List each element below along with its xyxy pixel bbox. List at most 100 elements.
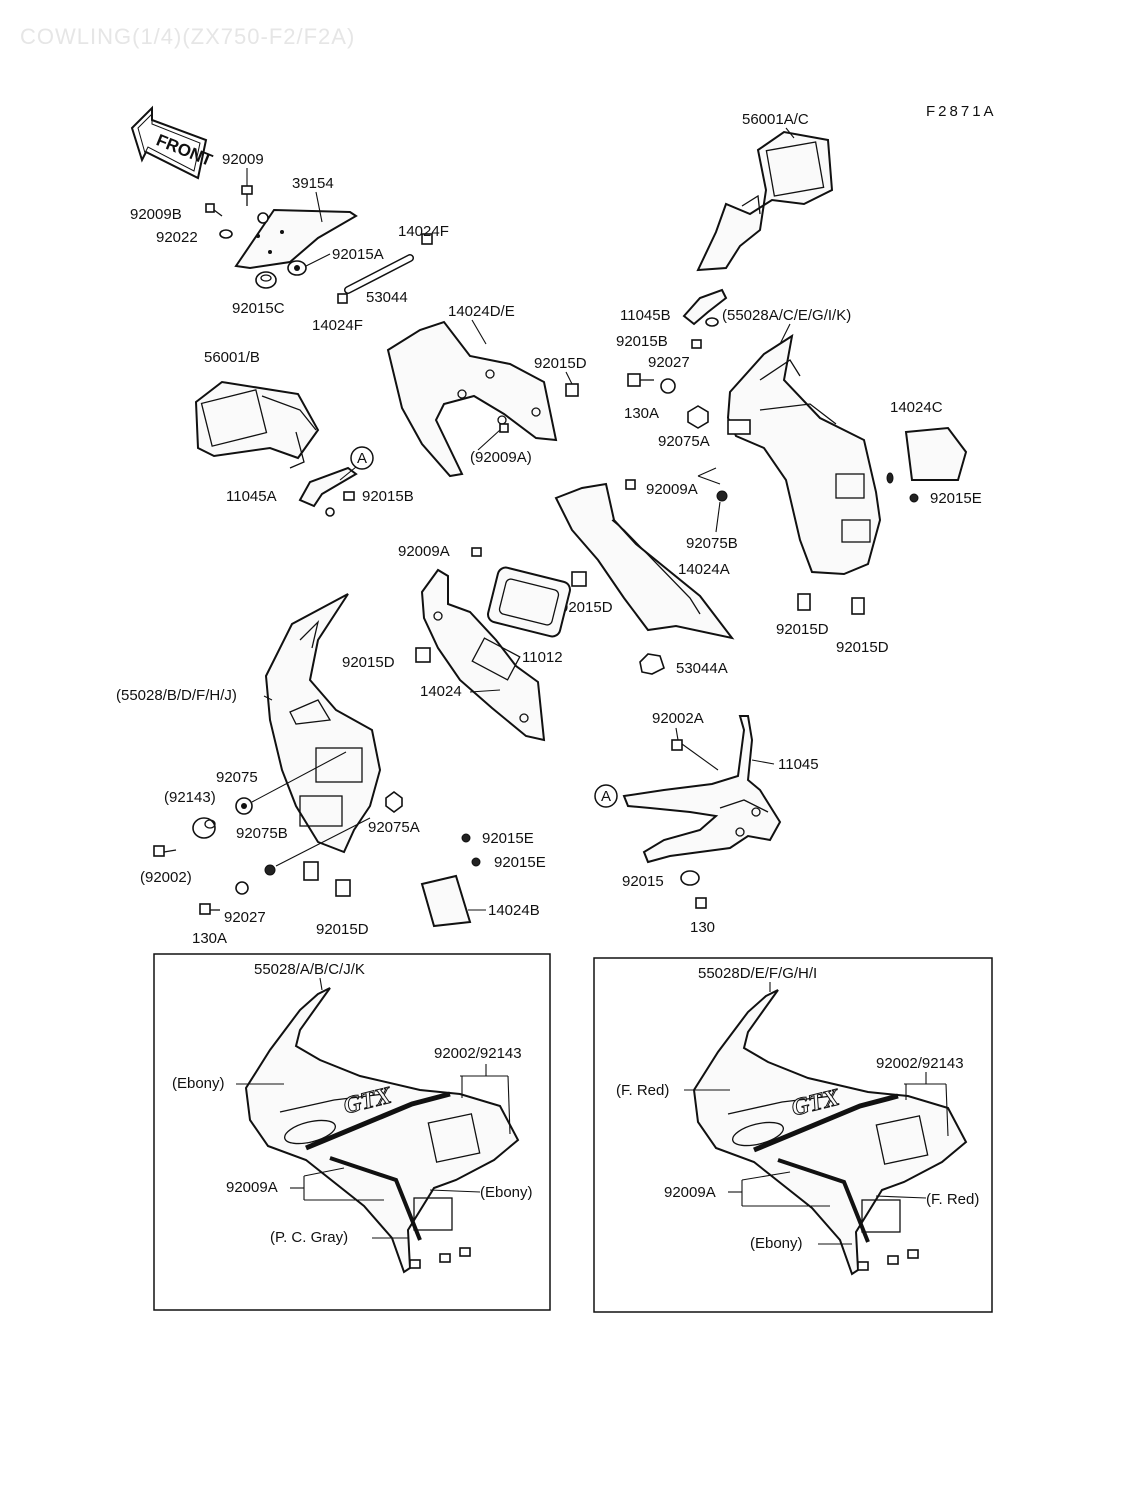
grommet-92015a-icon	[287, 260, 307, 276]
label-14024: 14024	[420, 683, 462, 700]
label-92015c: 92015C	[232, 300, 285, 317]
inset-left-c2: (Ebony)	[480, 1184, 533, 1201]
label-92009a-paren: (92009A)	[470, 449, 532, 466]
label-92015d-1: 92015D	[534, 355, 587, 372]
label-92009a-mid: 92009A	[646, 481, 698, 498]
inset-right-c2: (F. Red)	[926, 1191, 979, 1208]
inset-left-hw: 92002/92143	[434, 1045, 522, 1062]
label-11012: 11012	[522, 649, 563, 666]
label-55028acegik: (55028A/C/E/G/I/K)	[722, 307, 851, 324]
collar-92075a-top-icon	[687, 405, 709, 429]
stay-bracket-11045	[622, 715, 782, 864]
callout-a-top-text: A	[357, 450, 367, 467]
label-14024b: 14024B	[488, 902, 540, 919]
collar-92075-icon	[235, 797, 253, 815]
page-title: COWLING(1/4)(ZX750-F2/F2A)	[20, 24, 355, 49]
callout-a-bot-text: A	[601, 788, 611, 805]
label-92015e-1: 92015E	[482, 830, 534, 847]
label-92002-paren: (92002)	[140, 869, 192, 886]
inset-right-box	[593, 957, 993, 1313]
bolt-130a-top-icon	[627, 373, 654, 387]
clip-92015d-4-icon	[797, 593, 811, 611]
grommet-92015b-left-icon	[343, 491, 355, 501]
collar-92075a-bot-icon	[385, 791, 403, 813]
label-92015d-4: 92015D	[776, 621, 829, 638]
label-92009b: 92009B	[130, 206, 182, 223]
label-14024de: 14024D/E	[448, 303, 515, 320]
label-11045: 11045	[778, 756, 819, 773]
grommet-92015e-2-icon	[471, 857, 481, 867]
label-92015b-left: 92015B	[362, 488, 414, 505]
collar-92027-top-icon	[660, 378, 676, 394]
windshield-bracket-39154	[234, 208, 358, 270]
grommet-92015b-right-icon	[691, 339, 702, 349]
damper-53044a-icon	[639, 653, 665, 675]
label-53044: 53044	[366, 289, 408, 306]
screw-92009a-left-icon	[471, 547, 482, 557]
figure-code: F2871A	[926, 103, 997, 120]
clip-92015d-6a-icon	[303, 861, 319, 881]
label-14024c: 14024C	[890, 399, 943, 416]
label-92015d-6: 92015D	[316, 921, 369, 938]
label-92075a-top: 92075A	[658, 433, 710, 450]
label-92015b-right: 92015B	[616, 333, 668, 350]
nut-92075b-mid-icon	[716, 490, 728, 502]
callout-a-top-icon: A	[339, 446, 374, 481]
bolt-130-icon	[695, 897, 707, 909]
label-92027-bot: 92027	[224, 909, 266, 926]
clip-92015d-5-icon	[851, 597, 865, 615]
inset-right-c1: (F. Red)	[616, 1082, 669, 1099]
label-92075a-bot: 92075A	[368, 819, 420, 836]
center-panel-14024a	[554, 482, 735, 640]
label-92015d-5: 92015D	[836, 639, 889, 656]
upper-cowl-right-55028acegik	[726, 333, 882, 576]
label-92015d-3: 92015D	[342, 654, 395, 671]
label-14024a: 14024A	[678, 561, 730, 578]
inset-left-c1: (Ebony)	[172, 1075, 225, 1092]
label-130a-bot: 130A	[192, 930, 227, 947]
label-92075b: 92075B	[236, 825, 288, 842]
label-14024f-bot: 14024F	[312, 317, 363, 334]
label-92075b-mid: 92075B	[686, 535, 738, 552]
screw-92009-icon	[241, 185, 253, 206]
washer-92022-icon	[219, 229, 233, 239]
inset-right-part: 92009A	[664, 1184, 716, 1201]
collar-92015-icon	[680, 870, 700, 886]
label-130: 130	[690, 919, 715, 936]
lower-cowl-left-55028bdfhj	[264, 593, 382, 854]
screw-92009a-mid-icon	[625, 479, 636, 490]
collar-92027-bot-icon	[235, 881, 249, 895]
nut-92009-icon	[257, 212, 269, 224]
label-53044a: 53044A	[676, 660, 728, 677]
label-56001ac: 56001A/C	[742, 111, 809, 128]
label-39154: 39154	[292, 175, 334, 192]
nut-92075b-icon	[264, 864, 276, 876]
inner-panel-14024	[420, 568, 546, 742]
label-11045b: 11045B	[620, 307, 671, 324]
mirror-right-56001ac	[696, 130, 834, 272]
bracket-11045a	[298, 466, 358, 517]
label-92075: 92075	[216, 769, 258, 786]
inset-right-cowl: GTX	[692, 989, 968, 1276]
cover-14024b	[420, 874, 472, 928]
inset-left-box	[153, 953, 551, 1311]
label-56001b: 56001/B	[204, 349, 260, 366]
inset-right-title: 55028D/E/F/G/H/I	[698, 965, 817, 982]
clip-92015d-2-icon	[571, 571, 587, 587]
label-55028bdfhj: (55028/B/D/F/H/J)	[116, 687, 237, 704]
label-92002a: 92002A	[652, 710, 704, 727]
label-92027-top: 92027	[648, 354, 690, 371]
label-92022: 92022	[156, 229, 198, 246]
front-arrow-icon: FRONT	[130, 105, 216, 180]
label-92015: 92015	[622, 873, 664, 890]
label-92015e-2: 92015E	[494, 854, 546, 871]
label-92015e-right: 92015E	[930, 490, 982, 507]
label-92015a: 92015A	[332, 246, 384, 263]
inset-left-part: 92009A	[226, 1179, 278, 1196]
label-92015d-2: 92015D	[560, 599, 613, 616]
grommet-92143-icon	[192, 817, 216, 839]
label-11045a: 11045A	[226, 488, 277, 505]
screw-92009b-icon	[205, 203, 223, 217]
clip-92015d-1-icon	[565, 383, 579, 397]
